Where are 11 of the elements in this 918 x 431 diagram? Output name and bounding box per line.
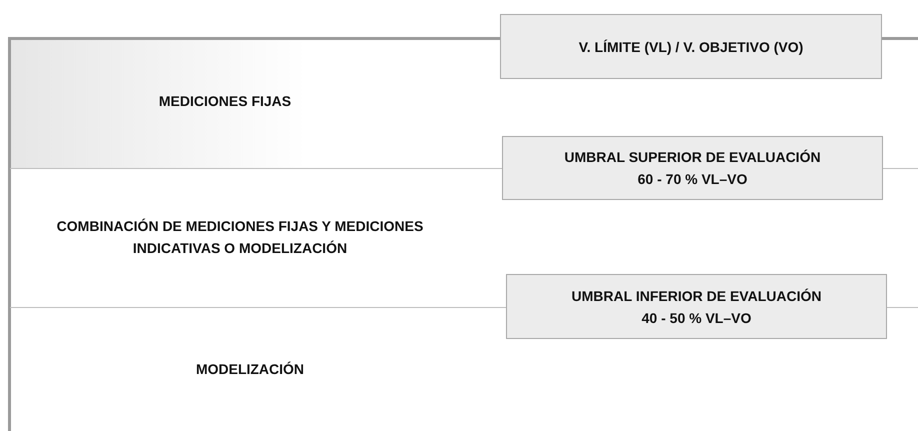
zone-label: MODELIZACIÓN bbox=[194, 360, 306, 379]
threshold-title: UMBRAL INFERIOR DE EVALUACIÓN bbox=[572, 286, 822, 304]
zone-label: MEDICIONES FIJAS bbox=[158, 92, 292, 111]
threshold-title: V. LÍMITE (VL) / V. OBJETIVO (VO) bbox=[578, 38, 804, 56]
threshold-range: 40 - 50 % VL–VO bbox=[642, 308, 752, 326]
zone-label: COMBINACIÓN DE MEDICIONES FIJAS Y MEDICIONES INDICATIVAS O MODELIZACIÓN bbox=[56, 217, 424, 258]
threshold-box bbox=[506, 274, 887, 339]
threshold-title: UMBRAL SUPERIOR DE EVALUACIÓN bbox=[564, 148, 821, 166]
threshold-box bbox=[502, 136, 883, 200]
threshold-range: 60 - 70 % VL–VO bbox=[638, 170, 748, 188]
threshold-box bbox=[500, 14, 882, 79]
